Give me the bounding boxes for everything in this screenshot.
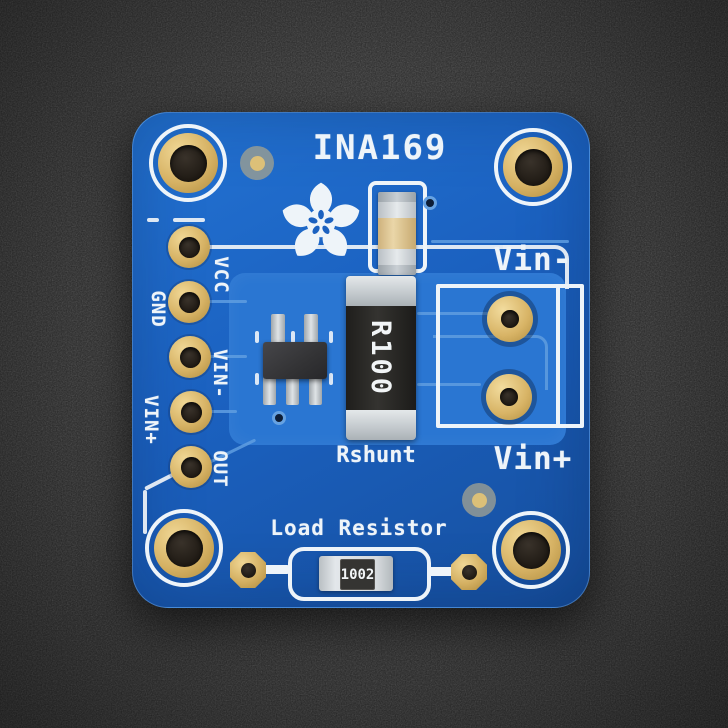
copper-trace — [417, 312, 499, 315]
ic-lead — [304, 314, 318, 344]
shunt-resistor-marking: R100 — [365, 319, 397, 397]
board-title: INA169 — [312, 128, 448, 168]
terminal-silk-divider — [556, 284, 560, 428]
copper-trace — [207, 300, 247, 303]
mounting-hole — [149, 124, 227, 202]
copper-trace — [431, 240, 569, 243]
ic-silk-mark — [329, 373, 333, 385]
ic-silk-mark — [255, 373, 259, 385]
silk-stub — [261, 565, 289, 574]
copper-trace — [209, 410, 237, 413]
load-resistor-annotation: Load Resistor — [270, 516, 448, 540]
pin-label-vcc: VCC — [210, 256, 232, 294]
ic-silk-mark — [291, 331, 295, 343]
ic-lead — [271, 314, 285, 344]
silk-stub — [429, 567, 454, 576]
pin1-marker — [147, 218, 159, 222]
pin1-marker — [173, 218, 205, 222]
via-hole — [272, 411, 286, 425]
pin-hole-vin-plus — [170, 391, 212, 433]
pin-hole-vin-minus — [169, 336, 211, 378]
pin-label-vin-plus: VIN+ — [140, 395, 162, 445]
ic-lead — [286, 377, 299, 405]
ic-lead — [309, 377, 322, 405]
silk-trace-line — [203, 245, 523, 249]
shunt-annotation: Rshunt — [336, 443, 416, 468]
terminal-silk-outline — [436, 284, 584, 428]
pin-label-vin-minus: VIN- — [209, 349, 231, 399]
silk-edge-line — [143, 490, 147, 534]
pin-label-out: OUT — [209, 450, 231, 488]
load-pad — [451, 554, 487, 590]
pin-label-gnd: GND — [147, 290, 169, 328]
load-pad — [230, 552, 266, 588]
ic-silk-mark — [329, 331, 333, 343]
pin-hole-out — [170, 446, 212, 488]
fiducial-marker — [240, 146, 274, 180]
bypass-capacitor — [378, 192, 416, 275]
load-resistor: 1002 — [319, 556, 393, 591]
ina169-ic-chip — [263, 342, 327, 379]
fiducial-marker — [462, 483, 496, 517]
mounting-hole — [145, 509, 223, 587]
load-resistor-marking: 1002 — [340, 559, 375, 590]
pin-hole-vcc — [168, 226, 210, 268]
via-hole — [423, 196, 437, 210]
copper-trace — [207, 355, 247, 358]
terminal-label-vin-plus: Vin+ — [493, 441, 573, 477]
mounting-hole — [494, 128, 572, 206]
ic-lead — [263, 377, 276, 405]
terminal-pad-vin-minus — [487, 296, 533, 342]
shunt-resistor: R100 — [346, 276, 416, 440]
adafruit-logo-icon — [282, 182, 360, 256]
pcb-board: INA169 — [132, 112, 590, 608]
ic-silk-mark — [255, 331, 259, 343]
copper-trace — [433, 335, 548, 390]
silk-trace-bend — [503, 245, 569, 289]
mounting-hole — [492, 511, 570, 589]
copper-trace — [417, 383, 481, 386]
terminal-label-vin-minus: Vin- — [493, 242, 573, 278]
pin-hole-gnd — [168, 281, 210, 323]
terminal-pad-vin-plus — [486, 374, 532, 420]
